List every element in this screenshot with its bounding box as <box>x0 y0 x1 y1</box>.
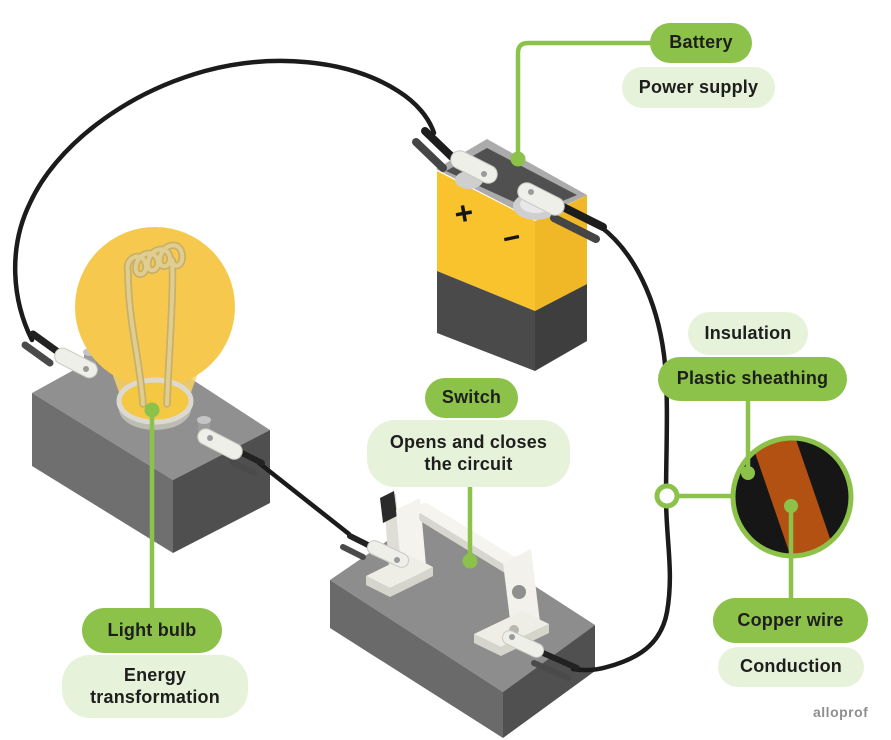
battery-body <box>437 271 535 371</box>
alligator-clip <box>412 127 498 184</box>
conduction-description: Conduction <box>718 647 864 687</box>
switch-label: Switch <box>425 378 518 418</box>
plastic-sheathing-dot <box>741 466 755 480</box>
bulb-glass <box>75 227 235 387</box>
copper-wire-dot <box>784 499 798 513</box>
battery-yellow-band <box>437 171 535 311</box>
switch-description: Opens and closes the circuit <box>367 420 570 487</box>
light-bulb-label: Light bulb <box>82 608 222 653</box>
battery-description: Power supply <box>622 67 775 108</box>
battery-connector-line <box>515 40 655 157</box>
copper-wire-label: Copper wire <box>713 598 868 643</box>
switch-dot <box>462 553 478 569</box>
alligator-clip <box>197 428 265 476</box>
wire-bulb-to-battery <box>12 58 437 343</box>
battery-dot <box>510 151 526 167</box>
alligator-clip <box>517 182 607 243</box>
plastic-sheathing-label: Plastic sheathing <box>658 357 847 401</box>
light-bulb-description: Energy transformation <box>62 655 248 718</box>
callout-dots <box>144 151 798 569</box>
battery-label: Battery <box>650 23 752 63</box>
circuit-wires <box>12 58 673 673</box>
wire-battery-to-switch <box>570 224 673 673</box>
wire-sample-ring <box>654 483 731 509</box>
wire-switch-to-bulb <box>256 460 352 537</box>
insulation-description: Insulation <box>688 312 808 355</box>
switch-post-hole <box>512 585 526 599</box>
light-bulb-dot <box>144 402 160 418</box>
callout-connectors <box>149 40 794 613</box>
switch-illustration <box>330 491 595 738</box>
alligator-clips <box>21 127 607 681</box>
alligator-clip <box>21 330 98 379</box>
bulb-filament <box>123 241 186 408</box>
alloprof-watermark: alloprof <box>813 704 869 720</box>
alligator-clip <box>340 533 410 568</box>
battery-illustration: + − <box>436 139 587 371</box>
switch-post-clip <box>380 491 397 523</box>
alligator-clip <box>501 630 580 681</box>
